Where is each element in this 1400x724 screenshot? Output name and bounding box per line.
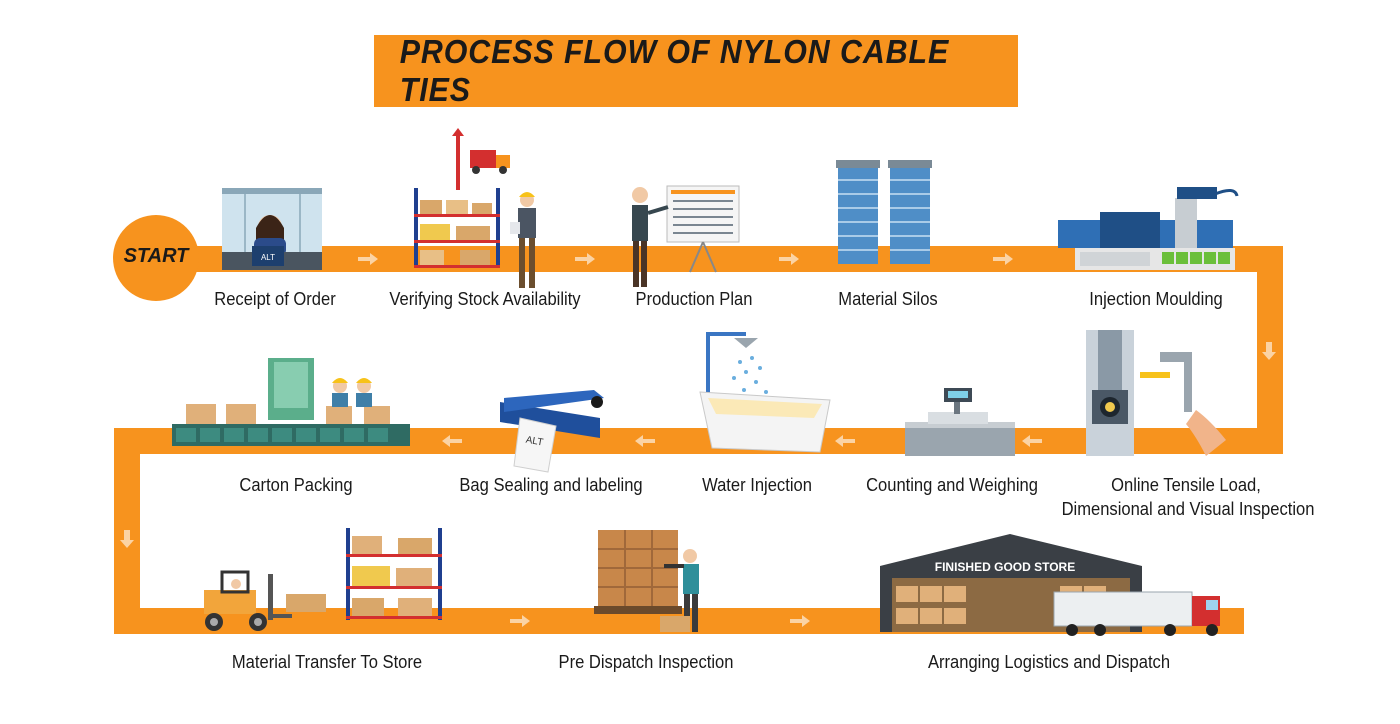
step-label-carton-packing: Carton Packing — [239, 475, 352, 496]
title-banner: PROCESS FLOW OF NYLON CABLE TIES — [374, 35, 1018, 107]
step-label-injection-moulding: Injection Moulding — [1089, 289, 1222, 310]
packing-line-icon — [172, 358, 410, 446]
start-label: START — [116, 245, 196, 268]
step-label-material-silos: Material Silos — [838, 289, 937, 310]
store-sign: FINISHED GOOD STORE — [935, 560, 1075, 574]
warehouse-truck-icon: FINISHED GOOD STORE — [880, 534, 1220, 636]
page-title: PROCESS FLOW OF NYLON CABLE TIES — [400, 33, 992, 109]
step-label-logistics-dispatch: Arranging Logistics and Dispatch — [928, 652, 1170, 673]
step-label-online-tensile-line2: Dimensional and Visual Inspection — [1062, 499, 1315, 520]
step-label-bag-sealing: Bag Sealing and labeling — [459, 475, 642, 496]
office-desk-icon: ALT — [222, 188, 322, 270]
step-label-production-plan: Production Plan — [636, 289, 753, 310]
step-label-online-tensile: Online Tensile Load, — [1111, 475, 1261, 496]
step-label-material-transfer: Material Transfer To Store — [232, 652, 422, 673]
weighing-scale-icon — [905, 388, 1015, 456]
step-label-counting-weighing: Counting and Weighing — [866, 475, 1038, 496]
water-tank-icon — [700, 332, 830, 452]
injection-machine-icon — [1058, 187, 1237, 270]
screen-text: ALT — [261, 253, 275, 262]
step-label-verifying-stock: Verifying Stock Availability — [389, 289, 580, 310]
step-label-pre-dispatch: Pre Dispatch Inspection — [559, 652, 734, 673]
step-label-receipt-of-order: Receipt of Order — [214, 289, 335, 310]
step-label-water-injection: Water Injection — [702, 475, 812, 496]
